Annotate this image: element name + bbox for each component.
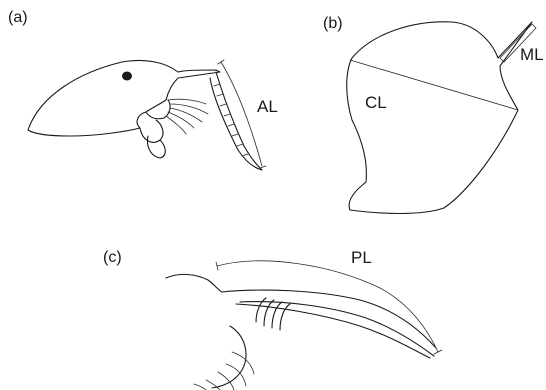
panel-a-mouthpart-lobe: [148, 136, 166, 158]
panel-b-carapace: [347, 22, 532, 214]
panel-b-label: (b): [323, 15, 343, 32]
panel-c-legs: [194, 352, 254, 390]
panel-a-al-label: AL: [257, 97, 278, 116]
panel-c-label: (c): [103, 249, 122, 266]
panel-a-mouthpart: [140, 120, 163, 142]
panel-c-appendage-outer: [222, 290, 436, 348]
panel-c-body-top: [166, 274, 222, 292]
panel-c-pl-bracket: [216, 261, 442, 354]
panel-c-appendage-inner: [240, 302, 434, 356]
panel-b: (b) CL ML: [323, 15, 544, 214]
panel-c-appendage-edge: [236, 304, 430, 358]
panel-b-ml-label: ML: [520, 45, 544, 64]
panel-c: (c) PL: [103, 248, 442, 390]
panel-a-antenna-spines: [214, 84, 248, 156]
panel-a-label: (a): [8, 9, 28, 26]
panel-a: (a) AL: [8, 9, 278, 170]
panel-c-pl-label: PL: [351, 248, 372, 267]
panel-a-antenna: [216, 72, 262, 170]
panel-a-eye: [122, 72, 132, 81]
panel-a-head-outline: [28, 60, 220, 136]
panel-b-cl-label: CL: [365, 93, 387, 112]
panel-a-setae: [166, 99, 208, 134]
panel-c-body-lobe: [212, 326, 246, 388]
